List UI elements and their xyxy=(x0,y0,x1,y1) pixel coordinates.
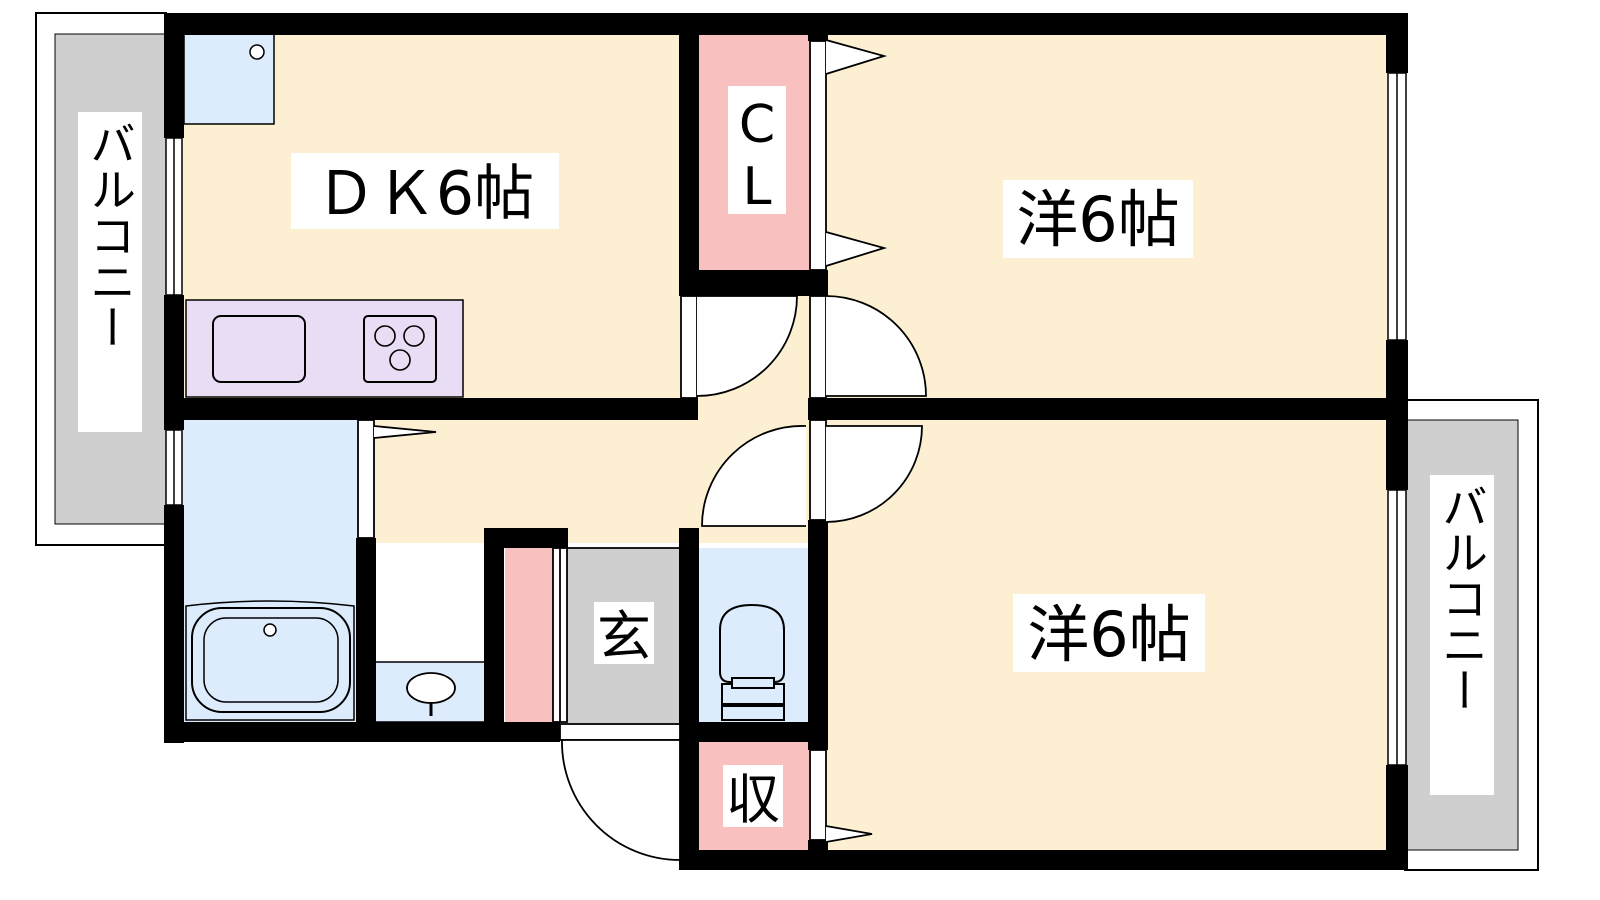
toilet-icon xyxy=(719,603,785,721)
room-floors xyxy=(174,24,1397,860)
room-western-top-label: 洋6帖 xyxy=(1016,183,1179,256)
balcony-left-label: バルコニー xyxy=(83,120,137,350)
shoe-cabinet xyxy=(505,548,553,723)
windows xyxy=(165,72,1407,766)
closet-label-c: C xyxy=(739,95,775,155)
kitchen-counter xyxy=(185,299,464,398)
stove xyxy=(363,315,437,383)
bathtub xyxy=(185,600,355,721)
balcony-right: バルコニー xyxy=(1404,399,1539,871)
sink xyxy=(212,315,306,383)
balcony-left: バルコニー xyxy=(35,12,167,546)
doors xyxy=(357,39,927,861)
walls xyxy=(164,13,1408,870)
room-dk-label: ＤＫ6帖 xyxy=(316,159,534,229)
room-western-bottom-label: 洋6帖 xyxy=(1027,598,1190,671)
balcony-right-label: バルコニー xyxy=(1435,483,1489,713)
storage-label: 収 xyxy=(726,768,780,831)
closet-label-l: L xyxy=(743,157,772,217)
entrance-label: 玄 xyxy=(597,605,651,668)
burner-icon xyxy=(374,325,425,371)
room-labels: ＤＫ6帖 C L 洋6帖 洋6帖 玄 収 xyxy=(291,86,1205,831)
washbasin-icon xyxy=(406,672,456,716)
